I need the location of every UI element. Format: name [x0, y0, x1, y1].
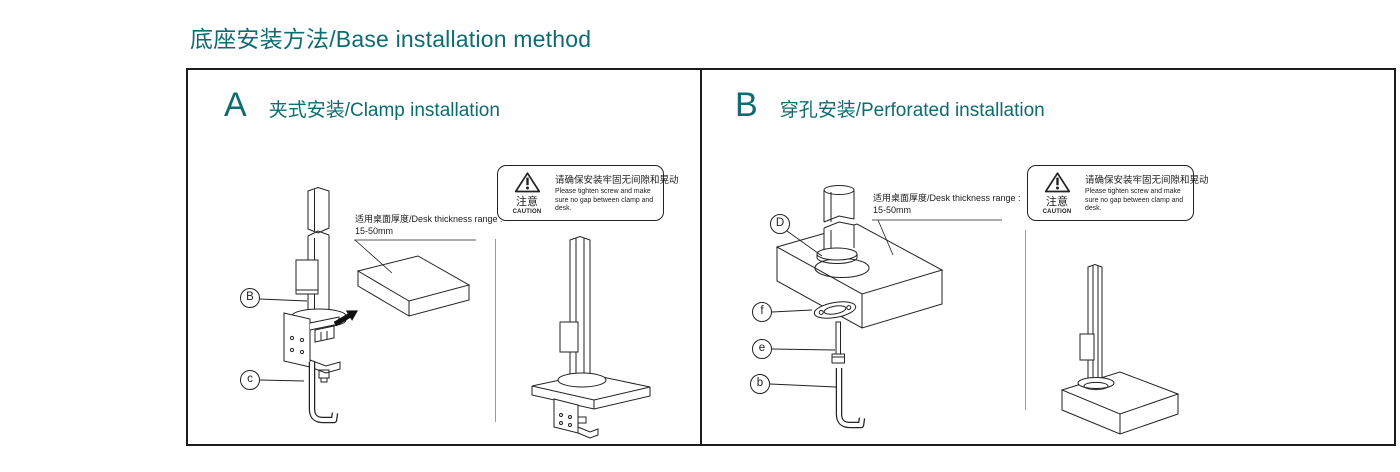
diagram-board: A 夹式安装/Clamp installation: [186, 68, 1396, 446]
pole-drawing: [816, 185, 858, 264]
desk-thickness-note-line1: 适用桌面厚度/Desk thickness range :: [355, 214, 503, 224]
caution-text-zh: 请确保安装牢固无间隙和晃动: [555, 176, 679, 187]
desk-slab-drawing: [775, 223, 944, 329]
callout-label: b: [756, 377, 764, 390]
panel-clamp-installation: A 夹式安装/Clamp installation: [188, 70, 702, 444]
desk-slab-drawing: [356, 255, 471, 317]
clamp-bracket-drawing: [283, 312, 341, 383]
desk-thickness-note-line2: 15-50mm: [873, 205, 912, 215]
desk-thickness-note-line1: 适用桌面厚度/Desk thickness range :: [873, 193, 1021, 203]
panel-a-header: A 夹式安装/Clamp installation: [224, 88, 500, 122]
caution-icon-column: 注意 CAUTION: [1034, 171, 1080, 215]
assembled-clamp-drawing: [531, 235, 651, 439]
callout-label: c: [247, 373, 253, 386]
callout-label: B: [246, 291, 254, 304]
warning-triangle-icon: [1044, 172, 1070, 193]
callout-label: e: [758, 342, 766, 355]
pole-drawing: [291, 186, 347, 328]
caution-text-column: 请确保安装牢固无间隙和晃动 Please tighten screw and m…: [555, 172, 679, 214]
panel-b-inner-divider: [1025, 230, 1026, 410]
callout-allen-key: b: [750, 374, 770, 394]
caution-label-en: CAUTION: [512, 209, 542, 215]
caution-label-en: CAUTION: [1042, 209, 1072, 215]
callout-leader-lines: [259, 298, 308, 382]
grommet-plate-drawing: [813, 301, 857, 319]
callout-pole-base: D: [770, 214, 790, 234]
panel-b-header: B 穿孔安装/Perforated installation: [735, 88, 1045, 122]
panel-a-letter: A: [224, 86, 247, 124]
warning-triangle-icon: [514, 172, 540, 193]
perforated-installation-drawing: [769, 185, 1180, 435]
panel-a-inner-divider: [495, 239, 496, 422]
direction-arrow-icon: [333, 310, 358, 327]
callout-label: D: [775, 217, 785, 230]
caution-text-en: Please tighten screw and make sure no ga…: [555, 188, 654, 213]
clamp-installation-drawing: [259, 186, 651, 439]
caution-label-zh: 注意: [516, 196, 538, 208]
caution-box: 注意 CAUTION 请确保安装牢固无间隙和晃动 Please tighten …: [497, 165, 679, 221]
allen-key-drawing: [308, 362, 339, 424]
note-leader-line: [872, 219, 1002, 256]
bolt-drawing: [831, 321, 845, 364]
desk-thickness-note-line2: 15-50mm: [355, 226, 394, 236]
panel-perforated-installation: B 穿孔安装/Perforated installation: [702, 70, 1394, 444]
callout-grommet-plate: f: [752, 302, 772, 322]
callout-leader-lines: [769, 230, 837, 388]
page-title: 底座安装方法/Base installation method: [190, 26, 592, 52]
panel-a-title: 夹式安装/Clamp installation: [268, 100, 500, 121]
desk-thickness-note: 适用桌面厚度/Desk thickness range : 15-50mm: [355, 213, 503, 237]
caution-text-zh: 请确保安装牢固无间隙和晃动: [1085, 176, 1209, 187]
assembled-grommet-drawing: [1060, 263, 1180, 435]
desk-thickness-note: 适用桌面厚度/Desk thickness range : 15-50mm: [873, 192, 1021, 216]
caution-label-zh: 注意: [1046, 196, 1068, 208]
callout-label: f: [760, 305, 764, 318]
caution-icon-column: 注意 CAUTION: [504, 171, 550, 215]
allen-key-drawing: [835, 368, 866, 429]
callout-allen-key: c: [240, 370, 260, 390]
caution-text-column: 请确保安装牢固无间隙和晃动 Please tighten screw and m…: [1085, 172, 1209, 214]
callout-bolt: e: [752, 339, 772, 359]
caution-box: 注意 CAUTION 请确保安装牢固无间隙和晃动 Please tighten …: [1027, 165, 1209, 221]
caution-text-en: Please tighten screw and make sure no ga…: [1085, 188, 1184, 213]
panel-b-letter: B: [735, 86, 758, 124]
note-leader-line: [354, 239, 476, 274]
panel-b-title: 穿孔安装/Perforated installation: [779, 100, 1045, 121]
callout-clamp-assembly: B: [240, 288, 260, 308]
